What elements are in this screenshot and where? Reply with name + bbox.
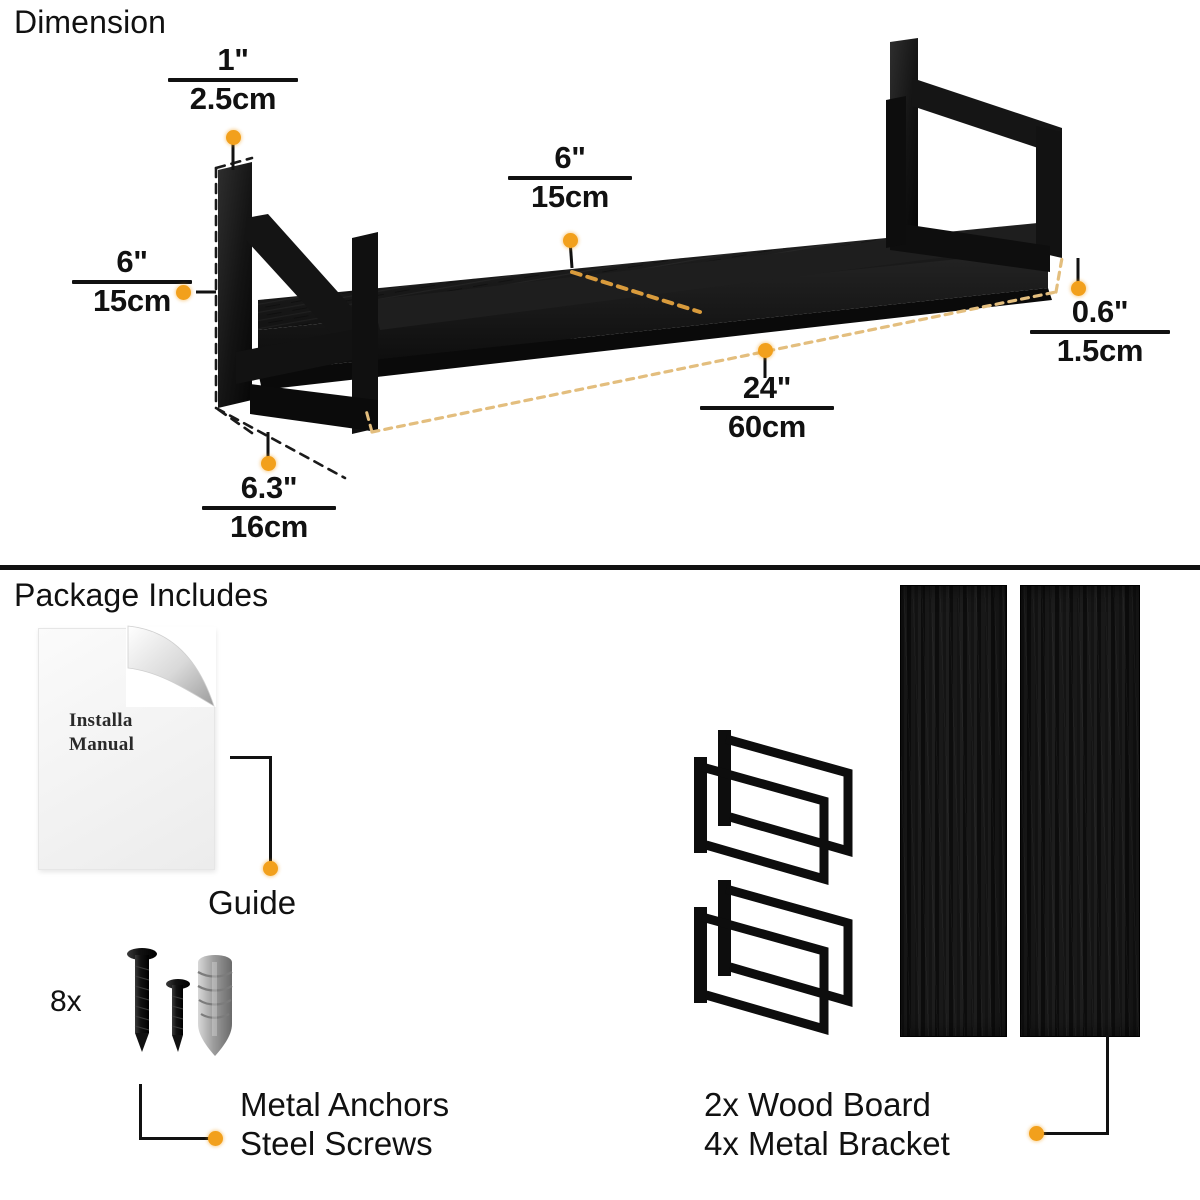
package-item-line: Steel Screws — [240, 1124, 433, 1162]
dimension-metric-value: 2.5cm — [189, 80, 277, 116]
package-section-title: Package Includes — [14, 577, 269, 613]
right-bracket-inner-post — [886, 96, 906, 248]
dimension-callout-board-thickness: 0.6" 1.5cm — [1030, 296, 1170, 366]
depth-dashed-indicator — [570, 270, 702, 314]
dimension-rule — [202, 505, 336, 510]
wall-anchor-icon — [197, 955, 233, 1056]
package-item-line: Metal Anchors — [240, 1086, 450, 1123]
guide-leader-vertical — [269, 756, 272, 866]
dimension-marker-depth-middle — [563, 233, 578, 248]
dimension-imperial-value: 6" — [554, 140, 586, 175]
dimension-rule — [168, 77, 298, 82]
dimension-metric-value: 15cm — [530, 178, 610, 214]
dimension-callout-thickness-top: 1" 2.5cm — [168, 44, 298, 114]
boards-marker-dot — [1029, 1126, 1044, 1141]
dimension-rule — [1030, 329, 1170, 334]
dimension-imperial-value: 0.6" — [1071, 294, 1129, 329]
dimension-metric-value: 60cm — [727, 408, 807, 444]
left-bracket-front-riser — [352, 232, 378, 434]
dimension-rule — [508, 175, 632, 180]
hardware-leader-vertical — [139, 1084, 142, 1140]
left-bracket-foot — [250, 384, 378, 432]
right-bracket-lower-arm — [890, 222, 1050, 272]
dimension-imperial-value: 1" — [217, 42, 249, 77]
dimension-marker-overall-depth — [261, 456, 276, 471]
package-item-line: Guide — [208, 884, 297, 921]
short-screw-icon — [166, 979, 190, 1052]
metal-brackets-illustration — [694, 730, 853, 1035]
wood-board-right — [1020, 585, 1140, 1037]
shelf-board-front-face — [258, 250, 1048, 372]
bracket-pair-lower — [694, 880, 853, 1035]
dimension-rule — [700, 405, 834, 410]
dimension-marker-board-thickness — [1071, 281, 1086, 296]
dimension-imperial-value: 6" — [116, 244, 148, 279]
bracket-pair-upper — [694, 730, 853, 885]
hardware-count-value: 8x — [50, 985, 82, 1018]
fasteners-illustration — [127, 948, 233, 1056]
long-screw-icon — [127, 948, 157, 1052]
package-item-label-guide: Guide — [208, 884, 296, 923]
wood-board-left — [900, 585, 1007, 1037]
dimension-imperial-value: 6.3" — [240, 470, 298, 505]
package-item-label-boards-brackets: 2x Wood Board 4x Metal Bracket — [704, 1086, 950, 1164]
hardware-quantity-label: 8x — [50, 985, 82, 1019]
board-right-edge-highlight — [1054, 256, 1064, 294]
dimension-metric-value: 15cm — [92, 282, 172, 318]
dimension-marker-height-left — [176, 285, 191, 300]
hardware-marker-dot — [208, 1131, 223, 1146]
right-bracket-top-arm — [912, 78, 1062, 156]
dimension-marker-length — [758, 343, 773, 358]
boards-leader-horizontal — [1040, 1132, 1109, 1135]
left-bracket-diagonal-brace — [246, 214, 372, 356]
package-item-line: 4x Metal Bracket — [704, 1124, 950, 1162]
dimension-callout-overall-depth: 6.3" 16cm — [202, 472, 336, 542]
dimension-rule — [72, 279, 192, 284]
dimension-callout-length: 24" 60cm — [700, 372, 834, 442]
dimension-marker-thickness-top — [226, 130, 241, 145]
manual-title-line-1: Installa — [69, 710, 133, 731]
dimension-metric-value: 1.5cm — [1056, 332, 1144, 368]
dimension-section-title: Dimension — [14, 4, 167, 40]
package-item-line: 2x Wood Board — [704, 1086, 931, 1123]
package-item-label-hardware: Metal Anchors Steel Screws — [240, 1086, 449, 1164]
board-front-bottom-highlight — [370, 290, 1058, 434]
right-bracket-right-post — [1036, 126, 1062, 258]
shelf-board-bottom — [258, 288, 1052, 390]
guide-marker-dot — [263, 861, 278, 876]
left-bracket-wall-plate — [218, 162, 252, 408]
boards-leader-vertical — [1106, 1035, 1109, 1135]
dimension-callout-height-left: 6" 15cm — [72, 246, 192, 316]
shelf-product-illustration — [196, 38, 1080, 480]
manual-curled-corner — [127, 625, 215, 707]
dimension-imperial-value: 24" — [742, 370, 792, 405]
guide-leader-horizontal — [230, 756, 272, 759]
shelf-plank-top — [372, 222, 1056, 330]
hardware-leader-horizontal — [139, 1137, 214, 1140]
manual-title-line-2: Manual — [69, 734, 135, 755]
left-bracket-lower-arm — [236, 326, 372, 384]
board-left-edge-highlight — [364, 408, 374, 434]
dimension-callout-depth-middle: 6" 15cm — [508, 142, 632, 212]
dimension-metric-value: 16cm — [229, 508, 309, 544]
section-divider — [0, 565, 1200, 570]
